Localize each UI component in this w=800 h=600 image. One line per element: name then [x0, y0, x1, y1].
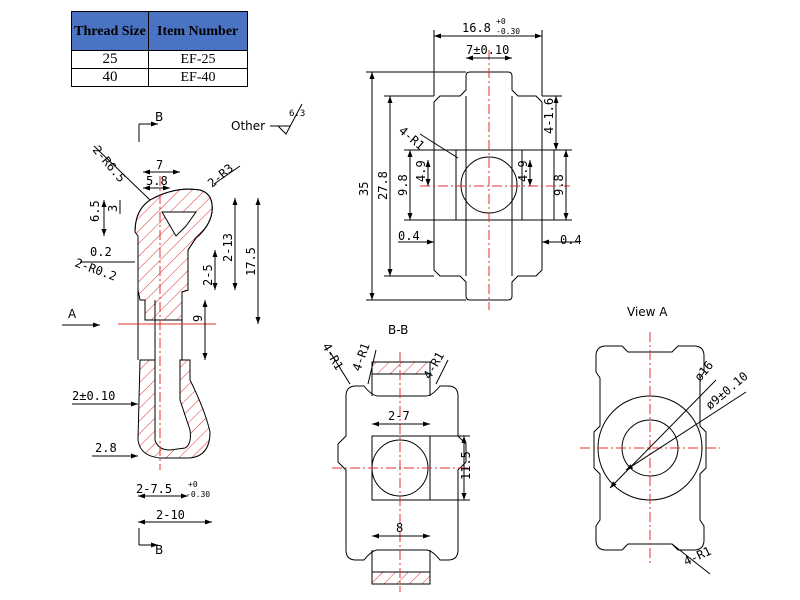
bb-dim-r1-a: 4-R1: [319, 341, 346, 373]
dim-4-9-left: 4.9: [414, 160, 428, 182]
dim-7: 7: [156, 158, 163, 172]
section-dim-labels: B B A 2-R6.5 7 5.8 2-R3 6.5 3 0.2 2-R0.2…: [68, 110, 258, 557]
table-row: 25 EF-25: [71, 50, 248, 69]
cut-label-b-bottom: B: [155, 543, 163, 557]
front-dim-labels: 16.8 +0 -0.30 7±0.10 4-R1 4-1.6 35 27.8 …: [357, 17, 582, 247]
dim-r0-2: 2-R0.2: [73, 256, 119, 284]
view-a-labels: View A ø16 ø9±0.10 4-R1: [627, 305, 751, 569]
bb-dim-8: 8: [396, 521, 403, 535]
dim-d9: ø9±0.10: [703, 369, 751, 412]
view-a: [580, 332, 747, 575]
bb-dim-2-7: 2-7: [388, 409, 410, 423]
dim-35: 35: [357, 182, 371, 196]
bb-dim-r1-b: 4-R1: [350, 341, 373, 373]
dim-d16: ø16: [692, 358, 717, 384]
dim-2-8: 2.8: [95, 441, 117, 455]
dim-2-5: 2-5: [201, 264, 215, 286]
size-cell: 25: [71, 50, 149, 69]
front-tol-upper: +0: [496, 17, 506, 26]
roughness-symbol: Other 6.3: [231, 103, 305, 135]
dim-0-4-left: 0.4: [398, 229, 420, 243]
dim-7-tol: 7±0.10: [466, 43, 509, 57]
size-cell: 40: [71, 68, 149, 87]
dim-9-8-left: 9.8: [396, 174, 410, 196]
view-a-title: View A: [627, 305, 668, 319]
front-tol-lower: -0.30: [496, 27, 520, 36]
dim-17-5: 17.5: [244, 247, 258, 276]
dim-2-7-5: 2-7.5: [136, 482, 172, 496]
dim-4-1-6: 4-1.6: [542, 98, 556, 134]
section-profile: [134, 188, 213, 321]
item-cell: EF-40: [148, 68, 248, 87]
roughness-value: 6.3: [289, 109, 305, 119]
arrow-label-a: A: [68, 307, 77, 321]
dim-r3: 2-R3: [205, 161, 236, 190]
dim-0-4-right: 0.4: [560, 233, 582, 247]
bb-title: B-B: [388, 323, 408, 337]
roughness-other-label: Other: [231, 119, 265, 133]
section-hook: [137, 359, 211, 459]
header-thread-size: Thread Size: [71, 11, 149, 51]
cut-label-b-top: B: [155, 110, 163, 124]
header-item-number: Item Number: [148, 11, 248, 51]
bb-labels: B-B 4-R1 4-R1 4-R1 2-7 11.5 8: [319, 323, 473, 535]
dim-9-8-right: 9.8: [552, 174, 566, 196]
table-row: 40 EF-40: [71, 68, 248, 87]
item-cell: EF-25: [148, 50, 248, 69]
dim-r6-5: 2-R6.5: [90, 143, 129, 185]
dim-2-13: 2-13: [221, 233, 235, 262]
dim-16-8: 16.8: [462, 21, 491, 35]
thread-size-table: Thread Size Item Number 25 EF-25 40 EF-4…: [71, 11, 248, 87]
tol-upper: +0: [188, 480, 198, 489]
tol-lower: -0.30: [186, 490, 210, 499]
dim-9: 9: [191, 315, 205, 322]
dim-view-a-r1: 4-R1: [681, 544, 713, 569]
dim-4-r1: 4-R1: [396, 124, 427, 153]
dim-4-9-right: 4.9: [516, 160, 530, 182]
dim-2-tol: 2±0.10: [72, 389, 115, 403]
bb-view: [329, 349, 470, 592]
dim-0-2: 0.2: [90, 245, 112, 259]
dim-2-10: 2-10: [156, 508, 185, 522]
front-outline: [433, 71, 543, 301]
view-a-outline: [593, 345, 707, 551]
front-view: [366, 30, 578, 310]
dim-27-8: 27.8: [376, 171, 390, 200]
bb-dim-11-5: 11.5: [459, 451, 473, 480]
section-view: [62, 121, 261, 548]
dim-3: 3: [106, 205, 120, 212]
dim-5-8: 5.8: [146, 174, 168, 188]
dim-6-5: 6.5: [88, 200, 102, 222]
